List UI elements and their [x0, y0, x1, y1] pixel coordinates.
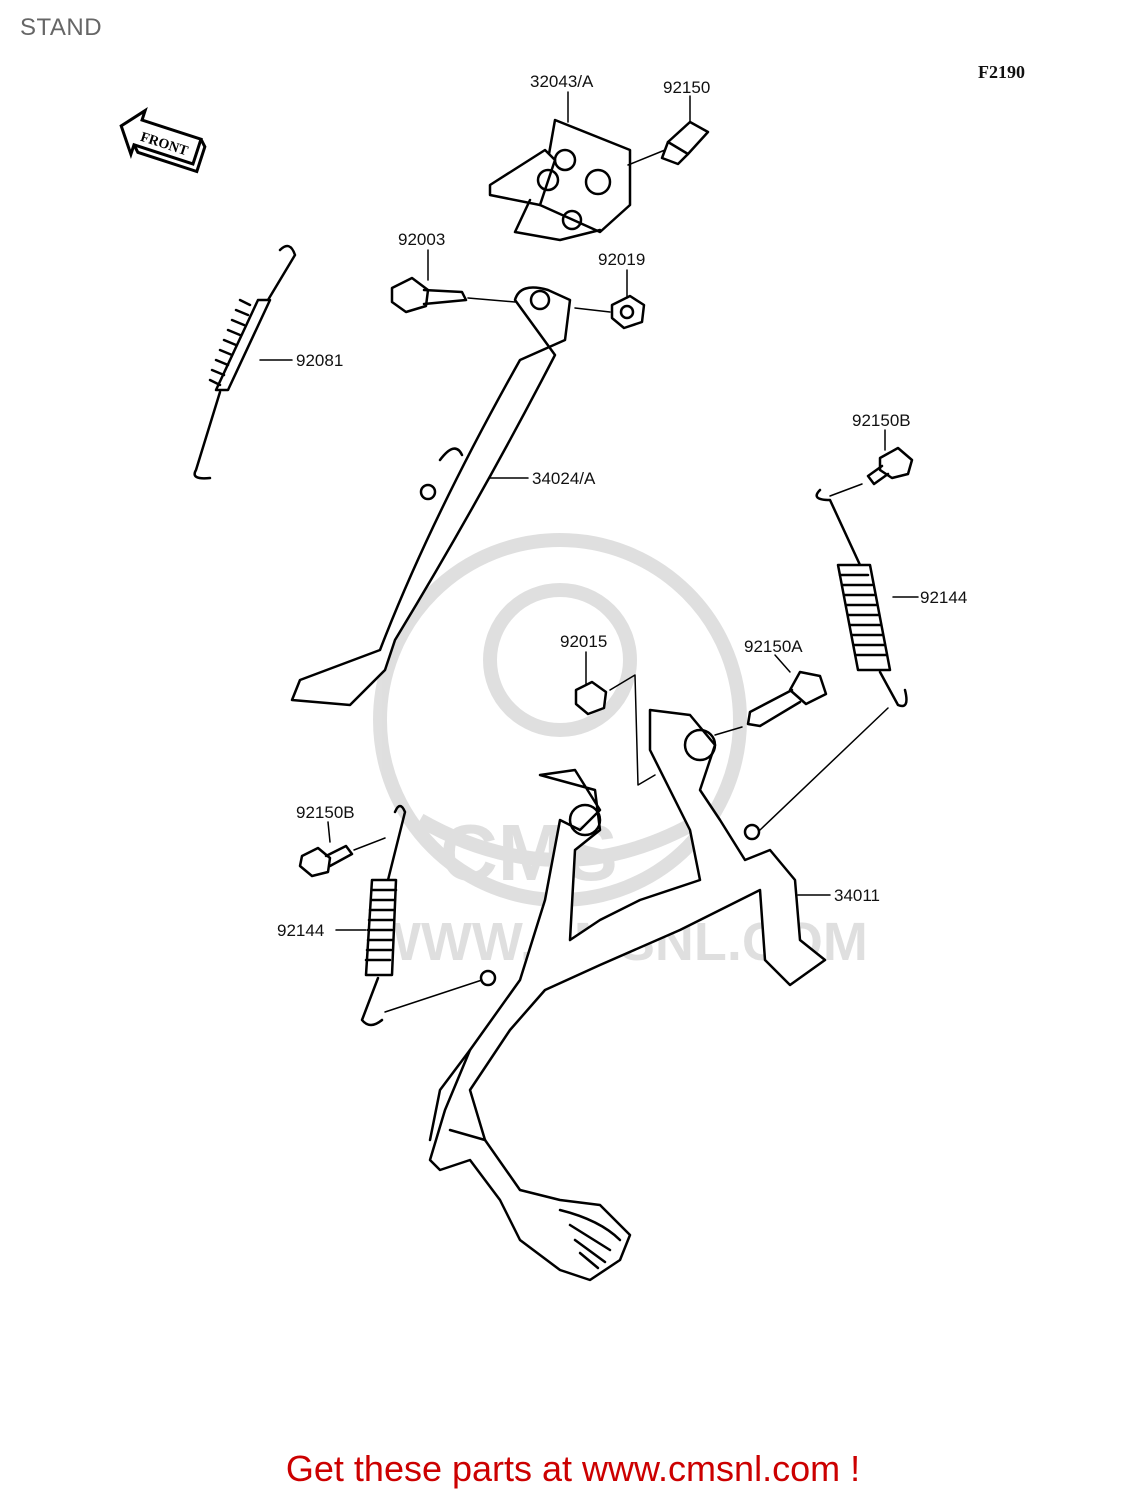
- bolt-92150b-left: [298, 844, 354, 878]
- figure-code: F2190: [978, 62, 1025, 82]
- promo-link[interactable]: Get these parts at www.cmsnl.com !: [285, 1448, 861, 1489]
- part-label: 92003: [398, 230, 445, 249]
- stand-bracket: [488, 118, 632, 242]
- part-label: 92144: [920, 588, 967, 607]
- part-label: 92015: [560, 632, 607, 651]
- part-label: 32043/A: [530, 72, 594, 91]
- bolt-92003: [390, 276, 468, 314]
- nut-92019: [610, 294, 646, 330]
- part-label: 92150A: [744, 637, 803, 656]
- part-label: 92081: [296, 351, 343, 370]
- nut-92015: [574, 680, 608, 716]
- front-arrow-icon: FRONT: [119, 107, 207, 174]
- side-stand: [290, 286, 572, 707]
- part-label: 92150: [663, 78, 710, 97]
- bolt-92150a: [746, 670, 828, 728]
- part-label: 92150B: [296, 803, 355, 822]
- spring-92144-left: [360, 804, 407, 1027]
- part-label: 34024/A: [532, 469, 596, 488]
- main-stand: [428, 708, 827, 1282]
- part-label: 92144: [277, 921, 324, 940]
- part-labels: 32043/A 92150 92003 92019 92081 34024/A …: [277, 72, 967, 940]
- part-label: 92150B: [852, 411, 911, 430]
- page-title: STAND: [20, 14, 103, 41]
- spring-92081: [193, 244, 297, 480]
- bolt-92150b-top: [866, 446, 914, 486]
- spring-92144-right: [815, 488, 908, 708]
- part-label: 34011: [834, 886, 880, 905]
- bolt-92150: [660, 120, 710, 166]
- part-label: 92019: [598, 250, 645, 269]
